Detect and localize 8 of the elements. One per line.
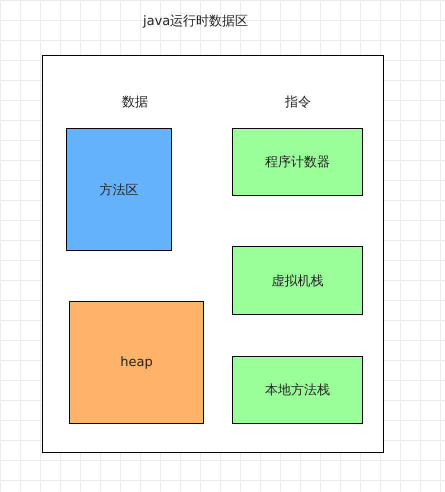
process-box: heap (69, 301, 204, 424)
column-label: 数据 (122, 94, 148, 111)
process-box: 虚拟机栈 (232, 246, 363, 315)
process-box: 程序计数器 (232, 128, 363, 196)
title-text: java运行时数据区 (143, 13, 248, 30)
process-box: 方法区 (66, 128, 172, 251)
process-box: 本地方法栈 (232, 356, 363, 424)
column-label: 指令 (285, 94, 311, 111)
